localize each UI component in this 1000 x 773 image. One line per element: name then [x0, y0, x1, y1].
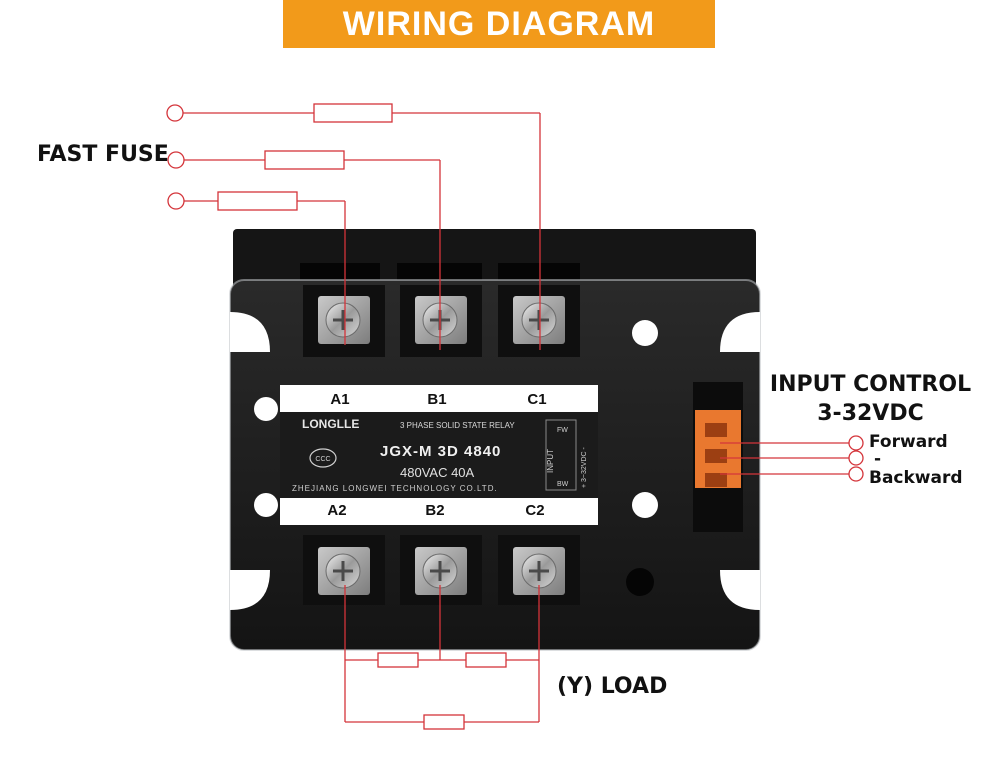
- fast-fuse-label: FAST FUSE: [37, 142, 169, 167]
- screw-c1[interactable]: [513, 296, 565, 344]
- forward-label: Forward: [869, 432, 948, 452]
- screw-b2[interactable]: [415, 547, 467, 595]
- input-terminal-block: [695, 410, 741, 488]
- terminal-label-a2: A2: [327, 502, 346, 519]
- terminal-block-bottom: [303, 535, 580, 605]
- screw-a2[interactable]: [318, 547, 370, 595]
- relay-rating: 480VAC 40A: [400, 465, 475, 480]
- relay-type-text: 3 PHASE SOLID STATE RELAY: [400, 421, 515, 430]
- load-resistor: [423, 714, 465, 730]
- terminal-label-b2: B2: [425, 502, 444, 519]
- ccc-cert-icon: CCC: [309, 448, 337, 468]
- load-resistor: [377, 652, 419, 668]
- manufacturer-text: ZHEJIANG LONGWEI TECHNOLOGY CO.LTD.: [292, 484, 498, 493]
- mounting-hole: [254, 493, 278, 517]
- wiring-lines: [166, 103, 864, 730]
- terminal-label-c2: C2: [525, 502, 544, 519]
- fuse-resistor: [264, 150, 345, 170]
- mounting-hole: [632, 492, 658, 518]
- mounting-hole: [632, 320, 658, 346]
- input-mark: INPUT: [546, 449, 555, 473]
- input-control-title: INPUT CONTROL: [769, 372, 972, 397]
- backward-terminal[interactable]: [848, 466, 864, 482]
- load-resistor: [465, 652, 507, 668]
- relay-model: JGX-M 3D 4840: [380, 443, 501, 460]
- fuse-input-terminal[interactable]: [166, 104, 184, 122]
- terminal-label-b1: B1: [427, 391, 446, 408]
- fuse-resistor: [217, 191, 298, 211]
- screw-b1[interactable]: [415, 296, 467, 344]
- fuse-input-terminal[interactable]: [167, 151, 185, 169]
- relay-label-plate: [280, 385, 598, 525]
- terminal-label-c1: C1: [527, 391, 546, 408]
- minus-terminal[interactable]: [848, 450, 864, 466]
- fuse-resistor: [313, 103, 393, 123]
- banner-title: WIRING DIAGRAM: [283, 0, 715, 48]
- bw-mark: BW: [557, 481, 569, 488]
- minus-label: -: [874, 449, 882, 469]
- fw-mark: FW: [557, 427, 568, 434]
- mounting-hole: [254, 397, 278, 421]
- input-control-voltage: 3-32VDC: [817, 401, 924, 426]
- input-control-label: INPUT CONTROL 3-32VDC: [768, 370, 973, 428]
- input-voltage-mark: + 3~32VDC -: [581, 446, 588, 488]
- load-label: (Y) LOAD: [557, 674, 668, 699]
- screw-a1[interactable]: [318, 296, 370, 344]
- backward-label: Backward: [869, 468, 963, 488]
- brand-logo: LONGLLE: [302, 417, 359, 431]
- fuse-input-terminal[interactable]: [167, 192, 185, 210]
- svg-text:CCC: CCC: [315, 456, 330, 463]
- forward-terminal[interactable]: [848, 435, 864, 451]
- terminal-block-top: [303, 285, 580, 357]
- screw-c2[interactable]: [513, 547, 565, 595]
- terminal-label-a1: A1: [330, 391, 349, 408]
